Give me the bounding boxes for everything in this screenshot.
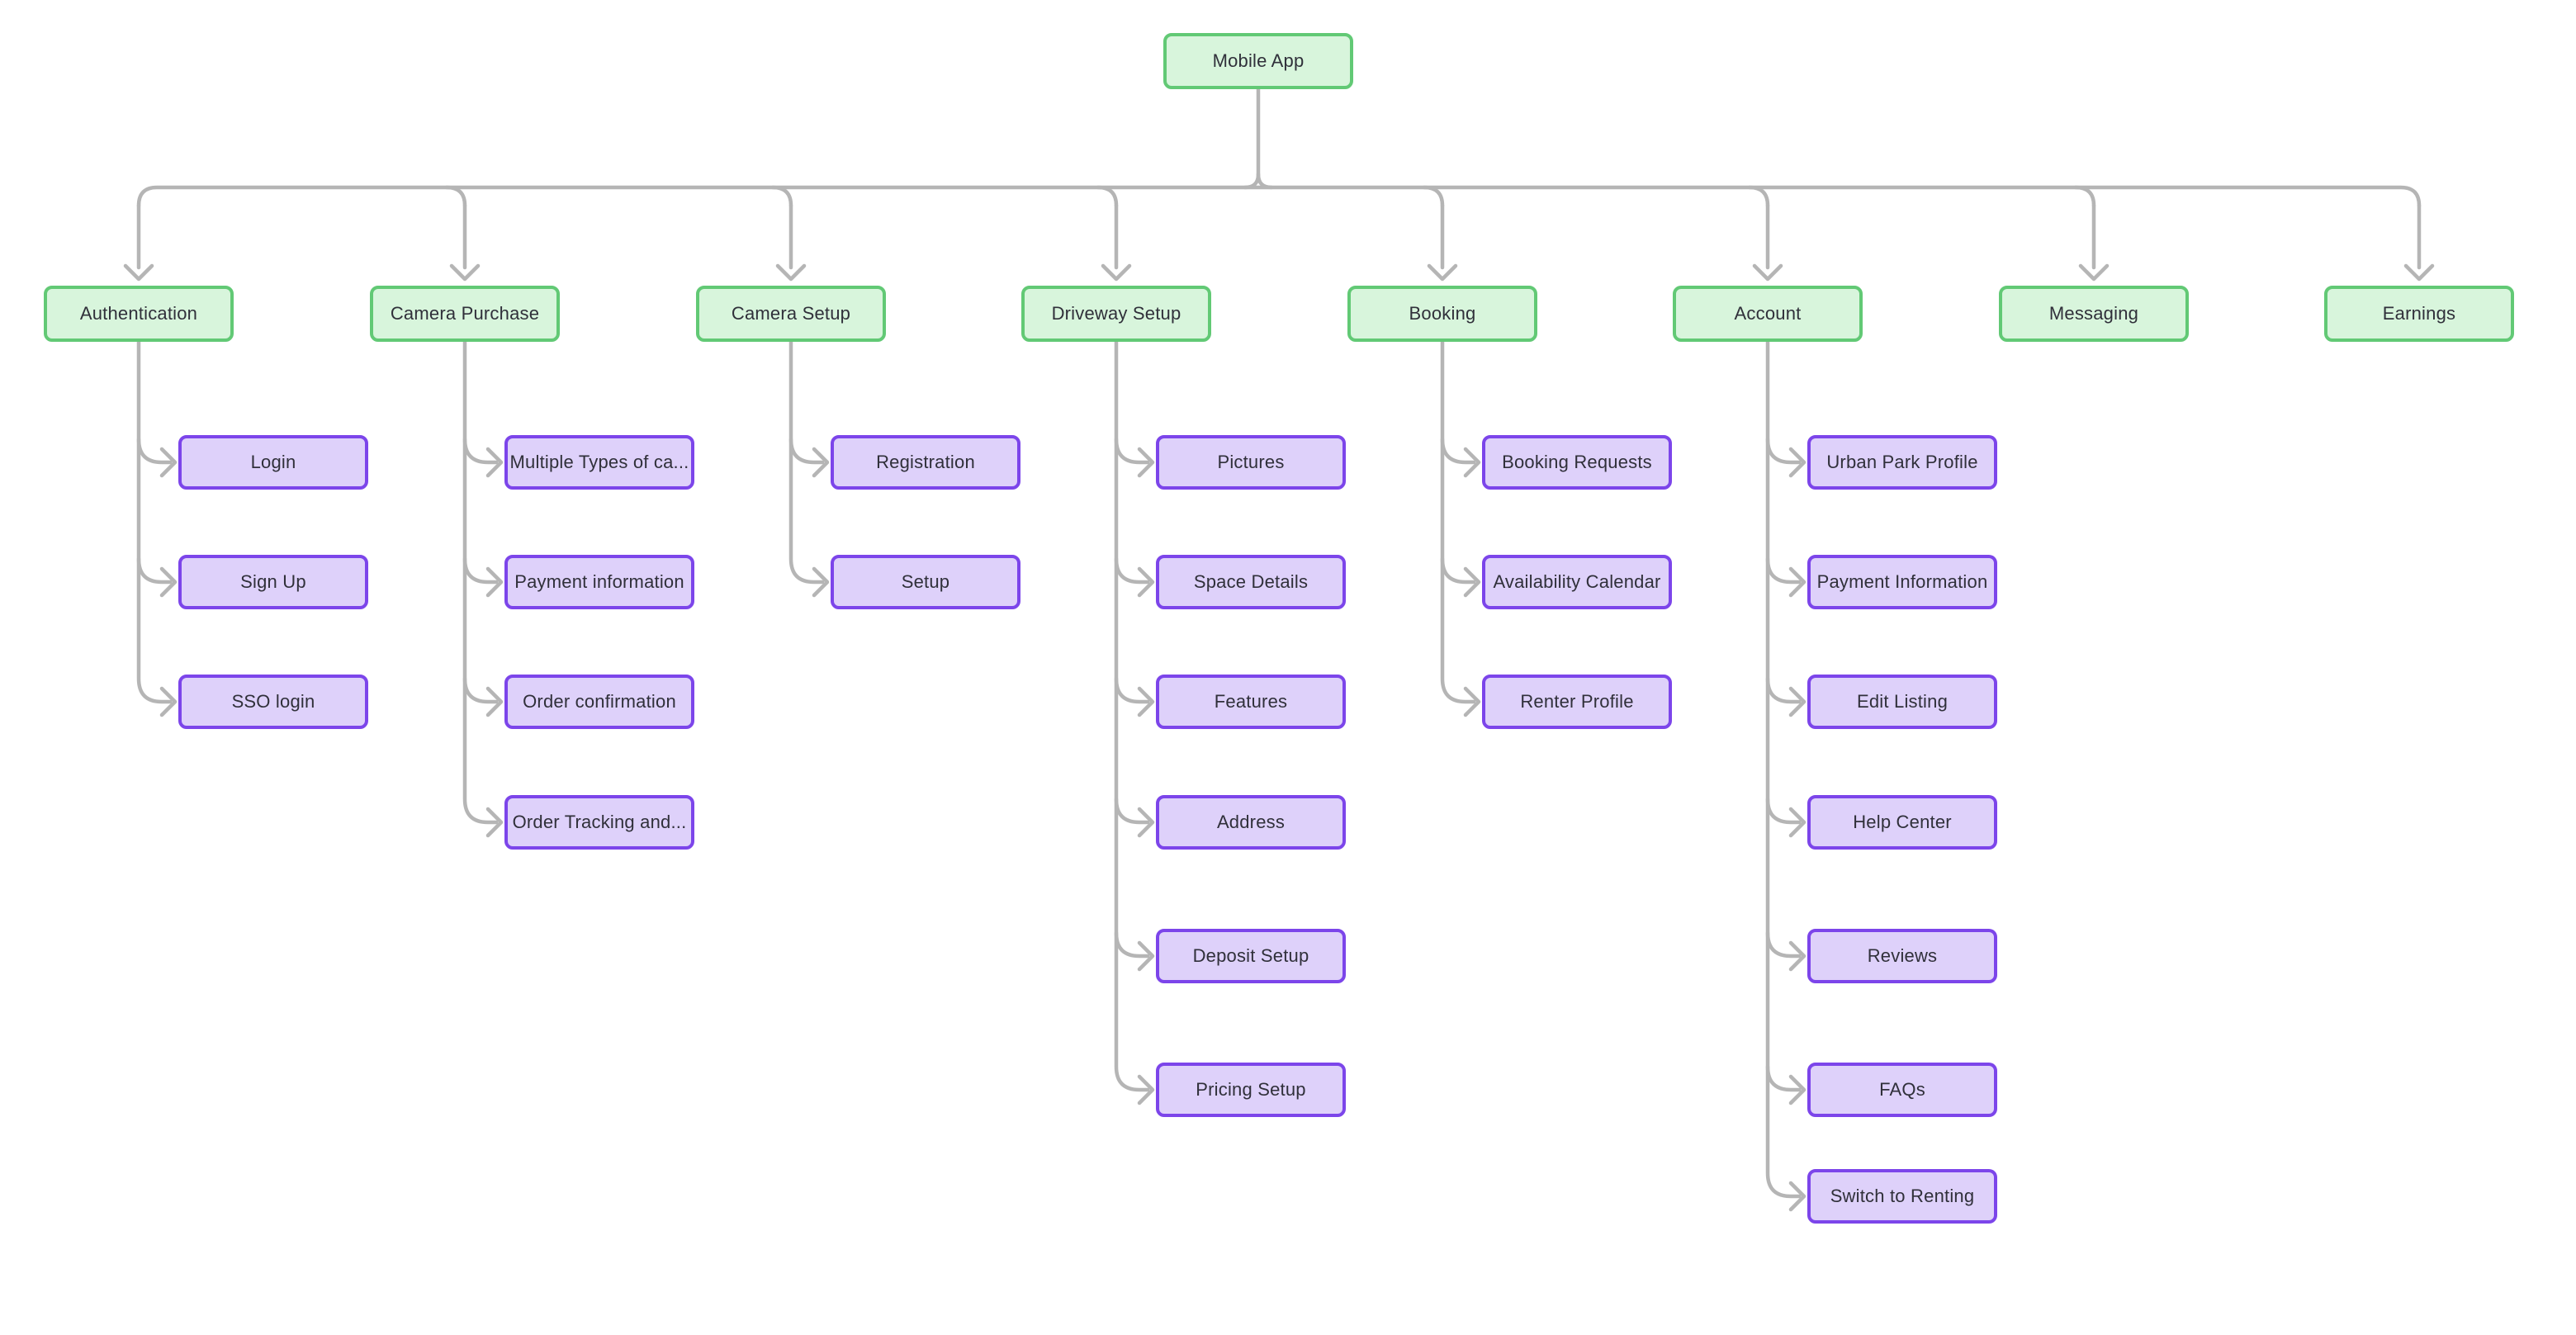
child-node-booking-requests[interactable]: Booking Requests [1482,435,1672,490]
branch-node-camera-purchase[interactable]: Camera Purchase [370,286,560,342]
arrow-right-icon [485,566,504,598]
arrow-right-icon [1463,566,1481,598]
connector-branch-elbow [1096,185,1119,208]
node-mobile-app[interactable]: Mobile App [1163,33,1353,89]
arrow-right-icon [1137,807,1155,838]
arrow-right-icon [159,447,178,478]
connector-child-link [136,339,173,704]
branch-node-authentication[interactable]: Authentication [44,286,234,342]
arrow-down-icon [2078,263,2110,282]
arrow-right-icon [1788,566,1807,598]
branch-node-booking[interactable]: Booking [1347,286,1537,342]
arrow-right-icon [159,686,178,717]
child-node-order-tracking-and[interactable]: Order Tracking and... [504,795,694,850]
child-node-registration[interactable]: Registration [831,435,1020,490]
child-node-address[interactable]: Address [1156,795,1346,850]
connector-root-stem [1243,87,1261,190]
connector-branch-elbow [1747,185,1770,208]
connector-branch-elbow [444,185,467,208]
connector-child-link [1114,339,1150,1092]
connector-child-link [1765,339,1802,1199]
arrow-right-icon [159,566,178,598]
child-node-availability-calendar[interactable]: Availability Calendar [1482,555,1672,609]
arrow-right-icon [812,447,830,478]
arrow-right-icon [1788,447,1807,478]
arrow-right-icon [485,807,504,838]
child-node-faqs[interactable]: FAQs [1807,1063,1997,1117]
branch-node-earnings[interactable]: Earnings [2324,286,2514,342]
child-node-login[interactable]: Login [178,435,368,490]
arrow-right-icon [1137,686,1155,717]
arrow-right-icon [812,566,830,598]
connector-root-stem [1256,172,1274,190]
branch-node-driveway-setup[interactable]: Driveway Setup [1021,286,1211,342]
child-node-switch-to-renting[interactable]: Switch to Renting [1807,1169,1997,1224]
arrow-down-icon [1427,263,1458,282]
arrow-right-icon [1788,1074,1807,1105]
connector-child-link [788,339,825,585]
arrow-down-icon [1752,263,1783,282]
arrow-right-icon [1137,447,1155,478]
child-node-multiple-types-of-ca[interactable]: Multiple Types of ca... [504,435,694,490]
connector-branch-elbow [770,185,793,208]
arrow-right-icon [485,447,504,478]
child-node-space-details[interactable]: Space Details [1156,555,1346,609]
child-node-payment-information[interactable]: Payment information [504,555,694,609]
arrow-down-icon [123,263,154,282]
child-node-features[interactable]: Features [1156,675,1346,729]
connector-child-link [1440,339,1476,704]
child-node-edit-listing[interactable]: Edit Listing [1807,675,1997,729]
child-node-help-center[interactable]: Help Center [1807,795,1997,850]
child-node-renter-profile[interactable]: Renter Profile [1482,675,1672,729]
arrow-right-icon [1788,940,1807,972]
arrow-right-icon [1137,566,1155,598]
arrow-right-icon [1463,447,1481,478]
child-node-order-confirmation[interactable]: Order confirmation [504,675,694,729]
child-node-sso-login[interactable]: SSO login [178,675,368,729]
child-node-setup[interactable]: Setup [831,555,1020,609]
arrow-right-icon [1788,1181,1807,1212]
child-node-deposit-setup[interactable]: Deposit Setup [1156,929,1346,983]
connector-branch-elbow [1422,185,1445,208]
child-node-payment-information[interactable]: Payment Information [1807,555,1997,609]
arrow-right-icon [1137,940,1155,972]
arrow-right-icon [1137,1074,1155,1105]
child-node-sign-up[interactable]: Sign Up [178,555,368,609]
arrow-right-icon [1788,807,1807,838]
branch-node-account[interactable]: Account [1673,286,1863,342]
arrow-down-icon [775,263,807,282]
arrow-right-icon [1463,686,1481,717]
connector-child-link [462,339,499,825]
child-node-pricing-setup[interactable]: Pricing Setup [1156,1063,1346,1117]
child-node-reviews[interactable]: Reviews [1807,929,1997,983]
child-node-pictures[interactable]: Pictures [1156,435,1346,490]
arrow-down-icon [449,263,481,282]
connector-branch-elbow [2073,185,2096,208]
branch-node-camera-setup[interactable]: Camera Setup [696,286,886,342]
arrow-right-icon [1788,686,1807,717]
connector-trunk-rail [136,185,2422,208]
arrow-down-icon [2403,263,2435,282]
child-node-urban-park-profile[interactable]: Urban Park Profile [1807,435,1997,490]
arrow-down-icon [1101,263,1132,282]
branch-node-messaging[interactable]: Messaging [1999,286,2189,342]
arrow-right-icon [485,686,504,717]
